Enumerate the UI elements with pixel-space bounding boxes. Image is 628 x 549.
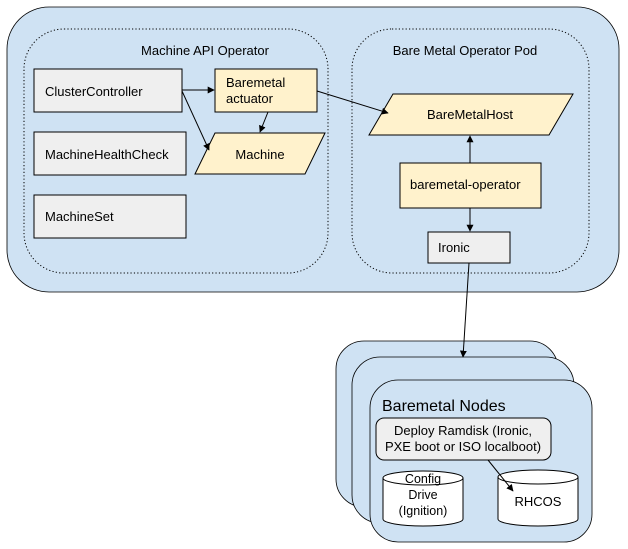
config-drive-label-line1: Config: [405, 472, 441, 486]
bare-metal-operator-pod-group: [351, 28, 590, 274]
bare-metal-operator-pod-title: Bare Metal Operator Pod: [393, 43, 538, 58]
arrow-clustercontroller-to-machine: [181, 90, 210, 151]
arrow-actuator-to-baremetalhost: [316, 90, 389, 115]
config-drive-label-line2: Drive: [408, 488, 437, 502]
rhcos-cylinder: [497, 469, 579, 527]
machine-set-box: [33, 194, 187, 239]
machine-box: [194, 132, 326, 175]
arrow-actuator-to-machine: [259, 111, 269, 133]
baremetal-actuator-box: [214, 68, 318, 113]
baremetal-host-box: [368, 93, 574, 136]
deploy-ramdisk-label-line1: Deploy Ramdisk (Ironic,: [394, 423, 532, 438]
deploy-ramdisk-label-line2: PXE boot or ISO localboot): [385, 439, 541, 454]
deploy-ramdisk-box: [375, 417, 552, 461]
baremetal-operator-label: baremetal-operator: [410, 177, 521, 192]
baremetal-actuator-label-line1: Baremetal: [226, 75, 285, 90]
arrow-ironic-to-nodes: [459, 262, 470, 358]
machine-api-operator-title: Machine API Operator: [141, 43, 270, 58]
machine-label: Machine: [235, 147, 284, 162]
ironic-box: [427, 231, 511, 264]
baremetal-host-label: BareMetalHost: [427, 107, 513, 122]
baremetal-nodes-title: Baremetal Nodes: [382, 398, 506, 415]
machine-health-check-box: [33, 131, 187, 176]
config-drive-label-line3: (Ignition): [399, 504, 448, 518]
rhcos-label: RHCOS: [515, 494, 562, 509]
cluster-controller-label: ClusterController: [45, 84, 143, 99]
baremetal-actuator-label-line2: actuator: [226, 91, 274, 106]
machine-health-check-label: MachineHealthCheck: [45, 147, 169, 162]
config-drive-cylinder: [382, 470, 464, 527]
ironic-label: Ironic: [438, 240, 470, 255]
arrow-deploy-to-rhcos: [487, 459, 514, 492]
machine-set-label: MachineSet: [45, 209, 114, 224]
cluster-controller-box: [33, 68, 183, 113]
